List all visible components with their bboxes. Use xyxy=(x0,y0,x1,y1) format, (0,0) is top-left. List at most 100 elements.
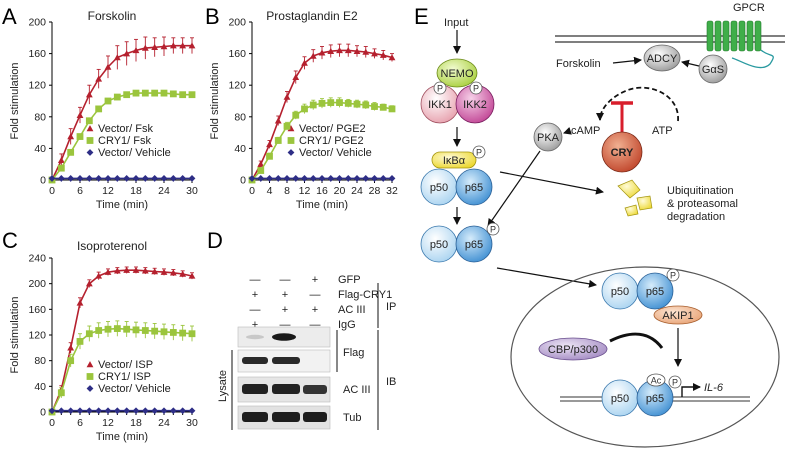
band xyxy=(272,384,300,394)
x-tick-label: 8 xyxy=(284,185,290,197)
data-point xyxy=(113,325,121,332)
x-tick-label: 32 xyxy=(386,185,398,197)
data-point xyxy=(141,267,149,274)
data-point xyxy=(104,268,112,275)
blot-sign: — xyxy=(250,274,261,286)
data-point xyxy=(151,327,159,335)
series-line xyxy=(51,327,193,413)
gas-node xyxy=(698,54,728,84)
band xyxy=(272,333,296,341)
p65-node xyxy=(455,168,493,206)
x-tick-label: 0 xyxy=(49,417,55,429)
data-point xyxy=(95,407,103,415)
ip-label: IP xyxy=(386,301,396,313)
data-point xyxy=(76,133,84,140)
p65-node xyxy=(636,272,674,310)
data-point xyxy=(151,407,159,415)
series-line xyxy=(251,49,393,181)
x-tick-label: 24 xyxy=(158,185,170,197)
y-tick-label: 80 xyxy=(234,111,246,123)
acetyl-label: Ac xyxy=(651,376,662,386)
data-point xyxy=(379,103,387,111)
phospho-badge xyxy=(469,81,483,95)
data-point xyxy=(283,122,291,130)
y-tick-label: 200 xyxy=(28,17,46,29)
atp-label: ATP xyxy=(652,125,673,137)
data-point xyxy=(169,407,177,415)
x-tick-label: 18 xyxy=(130,417,142,429)
acetyl-badge xyxy=(646,373,666,387)
pka-node xyxy=(533,122,563,152)
data-point xyxy=(85,407,93,415)
data-point xyxy=(95,175,103,182)
x-tick-label: 24 xyxy=(158,417,170,429)
data-point xyxy=(113,267,121,274)
data-point xyxy=(283,93,291,100)
x-tick-label: 20 xyxy=(334,185,346,197)
data-point xyxy=(160,89,168,97)
data-point xyxy=(151,268,159,275)
blot-label-igg: IgG xyxy=(338,319,356,331)
data-point xyxy=(257,160,265,167)
blot-label-flag-cry1: Flag-CRY1 xyxy=(338,289,392,301)
data-point xyxy=(169,90,177,98)
phospho-badge xyxy=(433,81,447,95)
legend-marker xyxy=(86,373,94,380)
data-point xyxy=(57,164,65,172)
data-point xyxy=(76,338,84,345)
data-point xyxy=(113,54,121,61)
x-tick-label: 12 xyxy=(102,185,114,197)
data-point xyxy=(344,175,352,182)
phospho-badge xyxy=(472,145,486,159)
pka-to-p65-arrow xyxy=(487,150,541,227)
band xyxy=(272,412,300,422)
gas-to-adcy-arrow xyxy=(681,59,700,68)
x-tick-label: 4 xyxy=(267,185,273,197)
akip1-label: AKIP1 xyxy=(662,310,693,322)
data-point xyxy=(188,175,196,182)
x-axis-label: Time (min) xyxy=(96,431,148,443)
data-point xyxy=(353,47,361,54)
phospho-label: P xyxy=(476,148,482,158)
data-point xyxy=(371,103,378,110)
data-point xyxy=(113,175,121,182)
legend-entry: CRY1/ ISP xyxy=(98,371,151,383)
phospho-badge xyxy=(486,222,500,236)
data-point xyxy=(179,329,187,337)
blot-sign: — xyxy=(310,289,321,301)
data-point xyxy=(292,111,300,119)
ikk1-label: IKK1 xyxy=(428,99,452,111)
data-point xyxy=(160,407,168,415)
forskolin-label: Forskolin xyxy=(556,58,601,70)
data-point xyxy=(141,44,149,51)
data-point xyxy=(371,50,378,57)
data-point xyxy=(95,105,103,113)
data-point xyxy=(141,327,149,334)
nuclear-import-arrow xyxy=(496,267,597,288)
y-axis-label: Fold stimulation xyxy=(9,296,21,373)
data-point xyxy=(179,42,187,49)
data-point xyxy=(48,175,56,182)
pathway-diagram: GPCR ADCY GαS Forskolin ATP cAMP CRY PKA xyxy=(420,2,785,448)
x-tick-label: 16 xyxy=(316,185,328,197)
phospho-label: P xyxy=(670,271,676,281)
data-point xyxy=(327,99,335,106)
y-tick-label: 0 xyxy=(40,407,46,419)
data-point xyxy=(132,175,140,182)
phospho-badge xyxy=(668,375,682,389)
data-point xyxy=(257,167,265,174)
cbp-recruit-arrow xyxy=(609,332,664,349)
data-point xyxy=(169,329,177,336)
data-point xyxy=(85,330,93,338)
cbp-p300-label: CBP/p300 xyxy=(548,344,598,356)
akip1-node xyxy=(653,305,703,325)
degradation-fragments xyxy=(617,179,653,217)
data-point xyxy=(309,52,317,59)
nemo-label: NEMO xyxy=(441,68,474,80)
p65-label: p65 xyxy=(646,393,664,405)
data-point xyxy=(318,49,326,56)
x-tick-label: 0 xyxy=(49,185,55,197)
data-point xyxy=(169,42,177,49)
blot-sign: — xyxy=(310,319,321,331)
